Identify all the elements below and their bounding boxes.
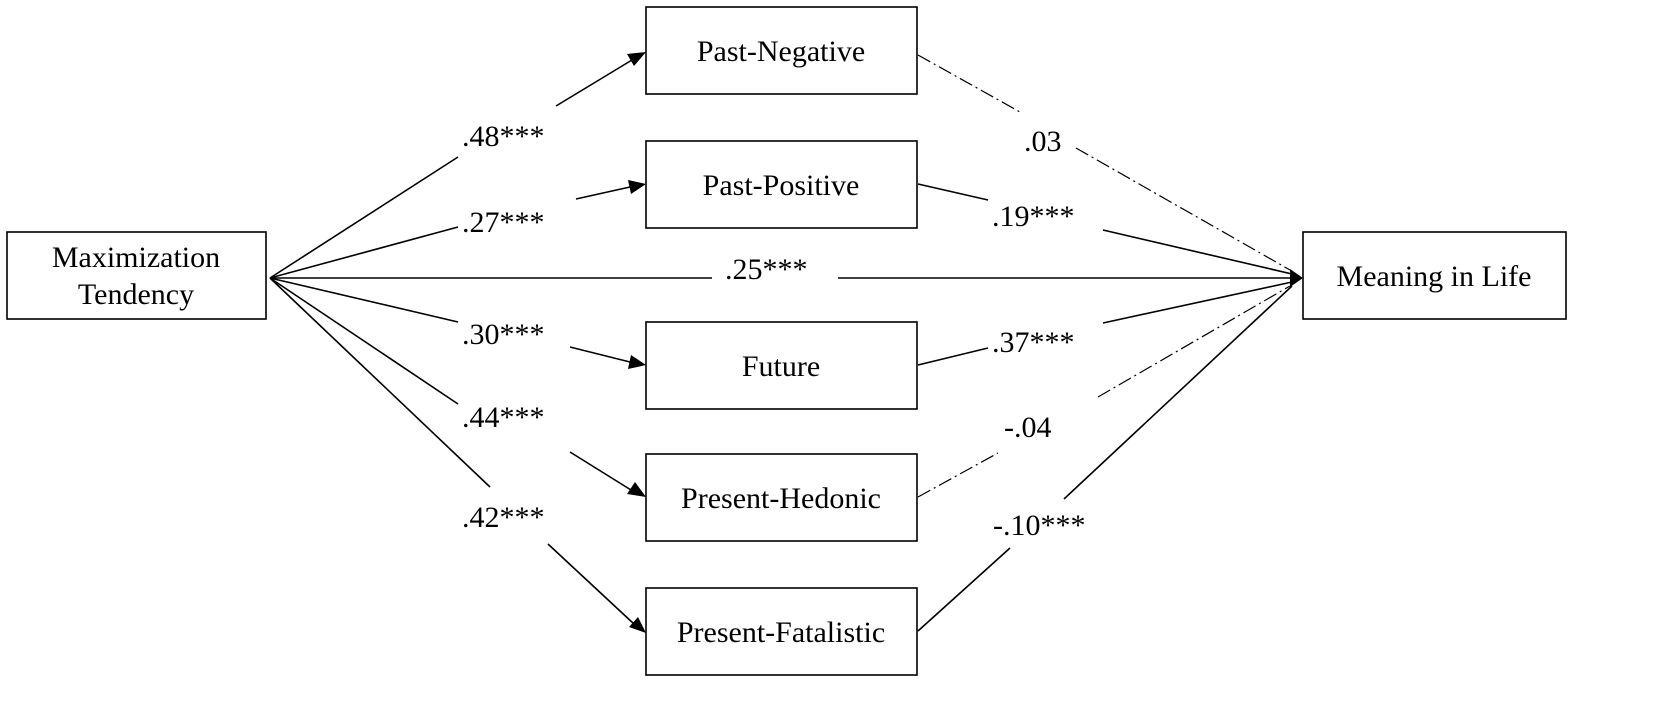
path-max-to-past-positive [269, 180, 646, 279]
path-max-to-future [269, 277, 646, 369]
node-past-positive: Past-Positive [645, 140, 918, 229]
path-past-negative-to-meaning [917, 54, 1291, 271]
node-maximization-tendency: Maximization Tendency [6, 231, 267, 320]
path-max-to-present-fatalistic [269, 277, 646, 633]
node-maximization-line2: Tendency [78, 278, 194, 311]
path-max-to-present-hedonic [269, 277, 646, 497]
node-future: Future [645, 321, 918, 410]
node-meaning-in-life: Meaning in Life [1302, 231, 1567, 320]
path-past-positive-to-meaning [917, 183, 1293, 275]
path-max-to-past-negative [269, 52, 646, 279]
path-future-to-meaning [917, 281, 1293, 366]
node-meaning-in-life-label: Meaning in Life [1337, 260, 1532, 293]
node-present-hedonic-label: Present-Hedonic [681, 482, 881, 515]
coef-past-negative-to-meaning: .03 [1024, 125, 1062, 158]
coef-present-fatalistic-to-meaning: -.10*** [993, 509, 1086, 542]
node-future-label: Future [742, 350, 820, 383]
node-past-negative: Past-Negative [645, 6, 918, 95]
node-present-hedonic: Present-Hedonic [645, 453, 918, 542]
path-present-fatalistic-to-meaning [917, 285, 1293, 632]
node-past-negative-label: Past-Negative [697, 35, 865, 68]
coef-max-to-past-negative: .48*** [462, 120, 545, 153]
node-present-fatalistic: Present-Fatalistic [645, 587, 918, 676]
coef-present-hedonic-to-meaning: -.04 [1004, 411, 1052, 444]
coef-future-to-meaning: .37*** [992, 326, 1075, 359]
coef-max-to-present-hedonic: .44*** [462, 401, 545, 434]
meaning-arrowhead [1290, 269, 1303, 287]
coef-max-to-meaning: .25*** [725, 253, 808, 286]
path-present-hedonic-to-meaning [917, 285, 1291, 498]
coef-past-positive-to-meaning: .19*** [992, 200, 1075, 233]
node-past-positive-label: Past-Positive [703, 169, 860, 202]
coef-max-to-past-positive: .27*** [462, 206, 545, 239]
node-maximization-line1: Maximization [52, 241, 220, 274]
coef-max-to-present-fatalistic: .42*** [462, 501, 545, 534]
node-present-fatalistic-label: Present-Fatalistic [677, 616, 885, 649]
coef-max-to-future: .30*** [462, 318, 545, 351]
